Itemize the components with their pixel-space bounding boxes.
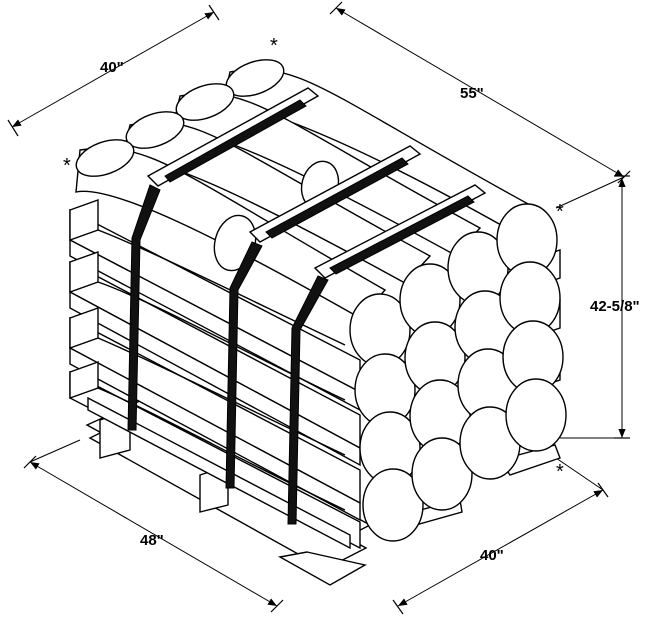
- pipe-end-top-2: [175, 83, 235, 121]
- pipe-end-top-3: [125, 111, 185, 149]
- label-bottom-left-length: 48": [140, 532, 164, 549]
- pipe-end-r4c1: [362, 468, 424, 542]
- pipe-end-r4c4: [505, 378, 567, 452]
- pipe-end-top-4: [75, 139, 135, 177]
- asterisk-right-top: *: [556, 201, 564, 223]
- asterisk-markers: * * * *: [63, 35, 564, 483]
- label-top-left-width: 40": [100, 59, 124, 76]
- strap-1-side: [127, 184, 161, 431]
- strap-3-top: [329, 195, 475, 275]
- dimension-lines: [7, 1, 631, 615]
- strap-1-top: [164, 99, 307, 183]
- asterisk-top: *: [270, 35, 278, 57]
- straps: [127, 87, 487, 525]
- asterisk-right-bottom: *: [556, 461, 564, 483]
- pipe-end-r4c2: [411, 437, 473, 511]
- label-height: 42-5/8": [590, 298, 640, 315]
- strap-2-side: [225, 241, 263, 489]
- label-bottom-right-width: 40": [480, 547, 504, 564]
- asterisk-left: *: [63, 155, 71, 177]
- dim-line-bottom-left: [29, 461, 278, 607]
- dim-line-top-right: [335, 7, 625, 178]
- dimension-labels: 40" 55" 42-5/8" 48" 40": [100, 59, 640, 564]
- strap-3-side: [287, 275, 329, 525]
- dim-line-top-left: [11, 11, 215, 128]
- side-boards: [69, 199, 361, 550]
- pallet-runner-front: [277, 551, 367, 586]
- dim-line-bottom-right: [397, 489, 604, 607]
- label-top-right-length: 55": [460, 85, 484, 102]
- strap-2-top: [265, 157, 409, 239]
- pipe-end-faces: [349, 203, 567, 542]
